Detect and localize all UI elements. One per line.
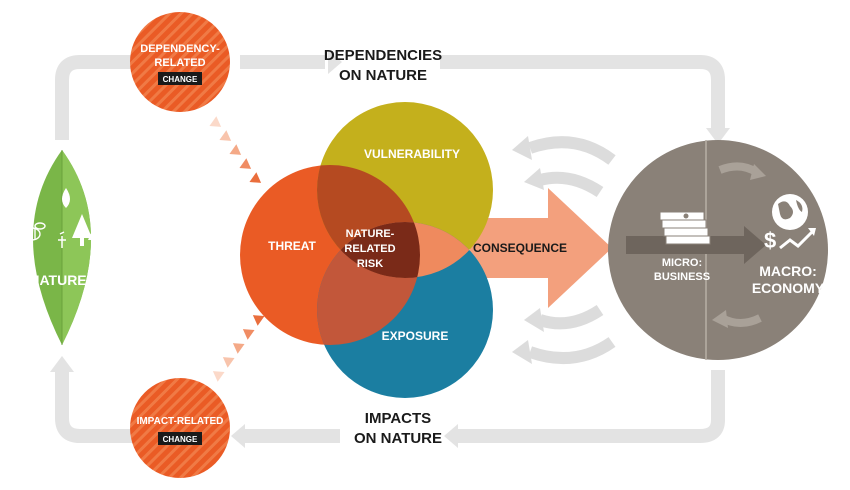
svg-text:$: $ [764, 228, 776, 253]
outer-loop-arrows [55, 55, 725, 443]
dependency-triangle-trail [209, 116, 262, 183]
impacts-line1: IMPACTS [365, 410, 431, 427]
feedback-arrows [527, 136, 616, 365]
threat-label: THREAT [268, 239, 316, 253]
micro-line1: MICRO: [662, 257, 702, 269]
micro-to-macro-arrow [626, 226, 766, 264]
dependencies-line1: DEPENDENCIES [324, 47, 442, 64]
money-stack-icon [659, 211, 711, 245]
consequence-label: CONSEQUENCE [473, 241, 567, 255]
leaf-bee-icon [18, 222, 46, 241]
center-line2: RELATED [344, 243, 395, 255]
leaf-deer-icon [58, 231, 66, 248]
leaf-water-drop-icon [62, 188, 70, 208]
impact-triangle-trail [212, 315, 265, 382]
dependency-change-tag-bg [158, 72, 202, 85]
exposure-label: EXPOSURE [382, 329, 449, 343]
impacts-line2: ON NATURE [354, 430, 442, 447]
dependency-change-circle: DEPENDENCY- RELATED CHANGE [130, 12, 230, 112]
macro-line1: MACRO: [759, 263, 817, 279]
micro-line2: BUSINESS [654, 271, 710, 283]
macro-line2: ECONOMY [752, 280, 825, 296]
dependencies-line2: ON NATURE [339, 67, 427, 84]
impact-change-circle: IMPACT-RELATED CHANGE [130, 378, 230, 478]
nature-label: NATURE [29, 272, 86, 288]
feedback-arrowheads [512, 136, 544, 364]
dependency-change-tag: CHANGE [163, 75, 198, 84]
globe-icon [772, 194, 808, 230]
leaf-trees-icon [72, 214, 104, 246]
dependency-change-line1: DEPENDENCY- [140, 43, 220, 55]
impact-change-tag: CHANGE [163, 435, 198, 444]
vulnerability-label: VULNERABILITY [364, 147, 460, 161]
impact-change-tag-bg [158, 432, 202, 445]
dependency-change-line2: RELATED [154, 57, 205, 69]
dollar-trend-icon: $ [764, 228, 816, 253]
venn-diagram [240, 102, 493, 398]
center-line3: RISK [357, 258, 383, 270]
consequence-arrow: CONSEQUENCE [470, 188, 612, 308]
impact-change-line1: IMPACT-RELATED [137, 416, 224, 427]
center-line1: NATURE- [346, 228, 395, 240]
